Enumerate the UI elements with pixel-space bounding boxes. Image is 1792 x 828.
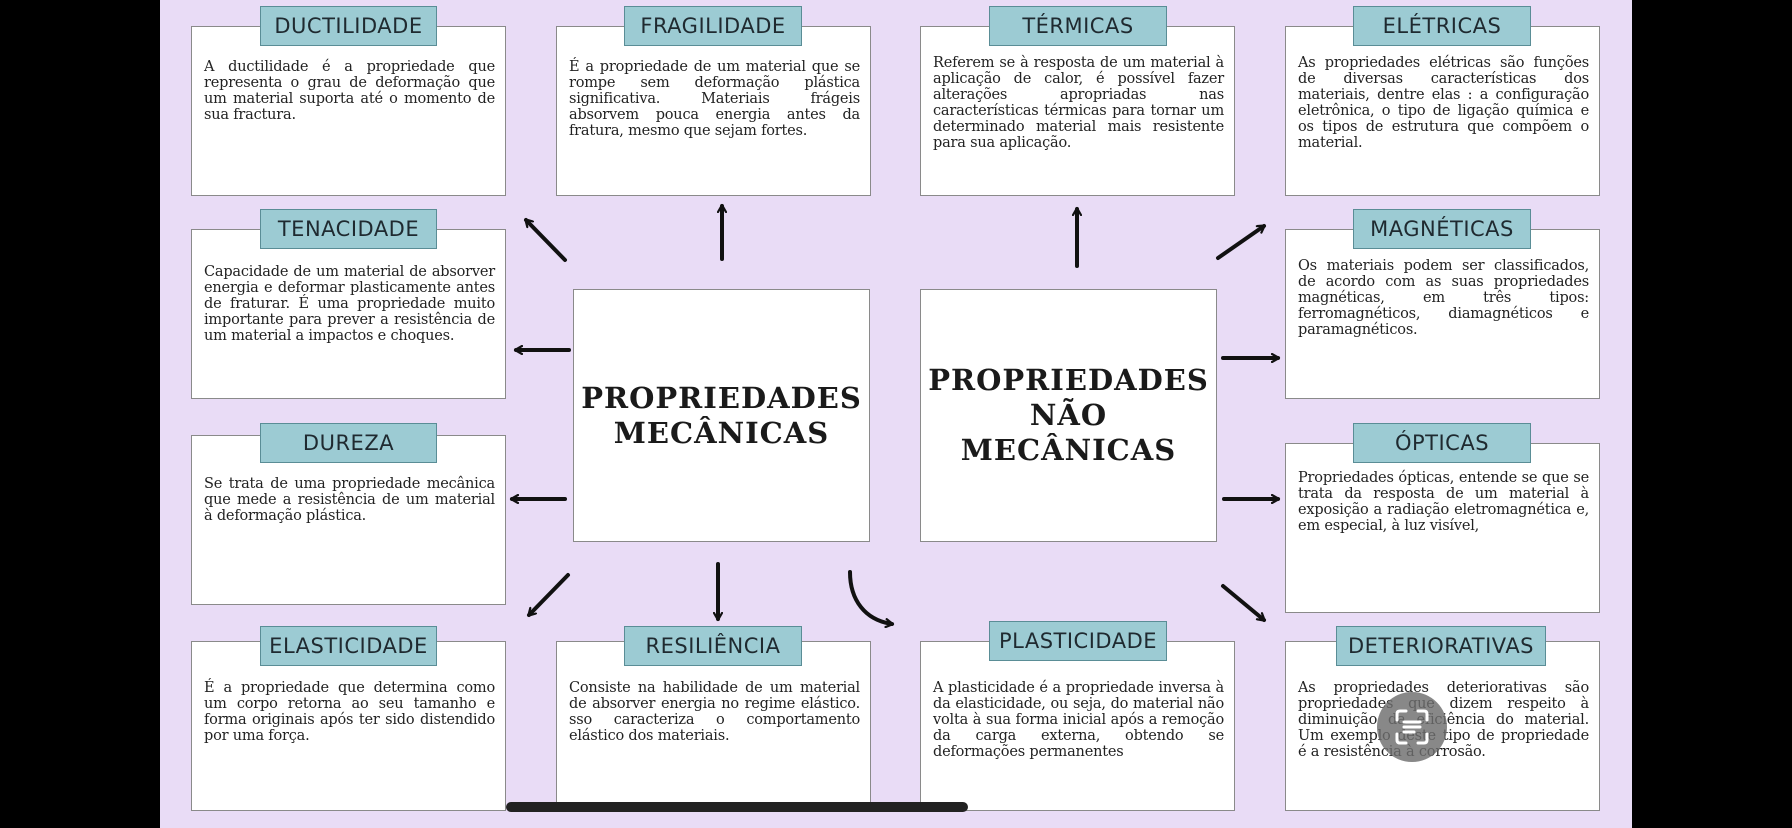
arrow-to-plasticidade [848,570,892,624]
home-indicator-bar[interactable] [506,802,968,812]
arrow-to-eletricas [1216,224,1266,260]
card-ductilidade-text: A ductilidade é a propriedade que repres… [204,59,495,123]
card-plasticidade-text: A plasticidade é a propriedade inversa à… [933,680,1224,760]
card-opticas-title: ÓPTICAS [1353,423,1531,463]
card-termicas-text: Referem se à resposta de um material à a… [933,55,1224,151]
card-magneticas: Os materiais podem ser classificados, de… [1285,229,1600,399]
card-dureza: Se trata de uma propriedade mecânica que… [191,435,506,605]
card-opticas: Propriedades ópticas, entende se que se … [1285,443,1600,613]
card-eletricas-title: ELÉTRICAS [1353,6,1531,46]
card-magneticas-text: Os materiais podem ser classificados, de… [1298,258,1589,338]
card-ductilidade-title: DUCTILIDADE [260,6,437,46]
card-ductilidade: A ductilidade é a propriedade que repres… [191,26,506,196]
card-fragilidade-title: FRAGILIDADE [624,6,802,46]
card-eletricas-text: As propriedades elétricas são funções de… [1298,55,1589,151]
card-dureza-title: DUREZA [260,423,437,463]
arrow-to-ductilidade [524,218,567,262]
center-left-line2: MECÂNICAS [613,415,830,450]
card-tenacidade-text: Capacidade de um material de absorver en… [204,264,495,344]
card-opticas-text: Propriedades ópticas, entende se que se … [1298,470,1589,534]
card-resiliencia-title: RESILIÊNCIA [624,626,802,666]
card-magneticas-title: MAGNÉTICAS [1353,209,1531,249]
card-tenacidade: Capacidade de um material de absorver en… [191,229,506,399]
card-tenacidade-title: TENACIDADE [260,209,437,249]
center-non-mechanical-properties: PROPRIEDADES NÃO MECÂNICAS [920,289,1217,542]
card-plasticidade: A plasticidade é a propriedade inversa à… [920,641,1235,811]
card-termicas-title: TÉRMICAS [989,6,1167,46]
mind-map-canvas: PROPRIEDADES MECÂNICAS PROPRIEDADES NÃO … [160,0,1632,828]
card-fragilidade-text: É a propriedade de um material que se ro… [569,59,860,139]
center-right-line2: NÃO MECÂNICAS [960,398,1177,467]
text-scan-icon [1395,709,1429,745]
card-elasticidade-text: É a propriedade que determina como um co… [204,680,495,744]
center-left-line1: PROPRIEDADES [581,380,862,415]
arrow-to-deteriorativas [1221,584,1266,622]
arrow-to-elasticidade [527,573,570,617]
card-resiliencia-text: Consiste na habilidade de um material de… [569,680,860,744]
card-eletricas: As propriedades elétricas são funções de… [1285,26,1600,196]
card-plasticidade-title: PLASTICIDADE [989,621,1167,661]
card-deteriorativas-title: DETERIORATIVAS [1336,626,1546,666]
card-termicas: Referem se à resposta de um material à a… [920,26,1235,196]
center-right-line1: PROPRIEDADES [928,363,1209,397]
card-fragilidade: É a propriedade de um material que se ro… [556,26,871,196]
connector-arrows [160,0,1632,828]
text-scan-button[interactable] [1377,692,1447,762]
card-elasticidade-title: ELASTICIDADE [260,626,437,666]
card-elasticidade: É a propriedade que determina como um co… [191,641,506,811]
card-dureza-text: Se trata de uma propriedade mecânica que… [204,476,495,524]
center-mechanical-properties: PROPRIEDADES MECÂNICAS [573,289,870,542]
